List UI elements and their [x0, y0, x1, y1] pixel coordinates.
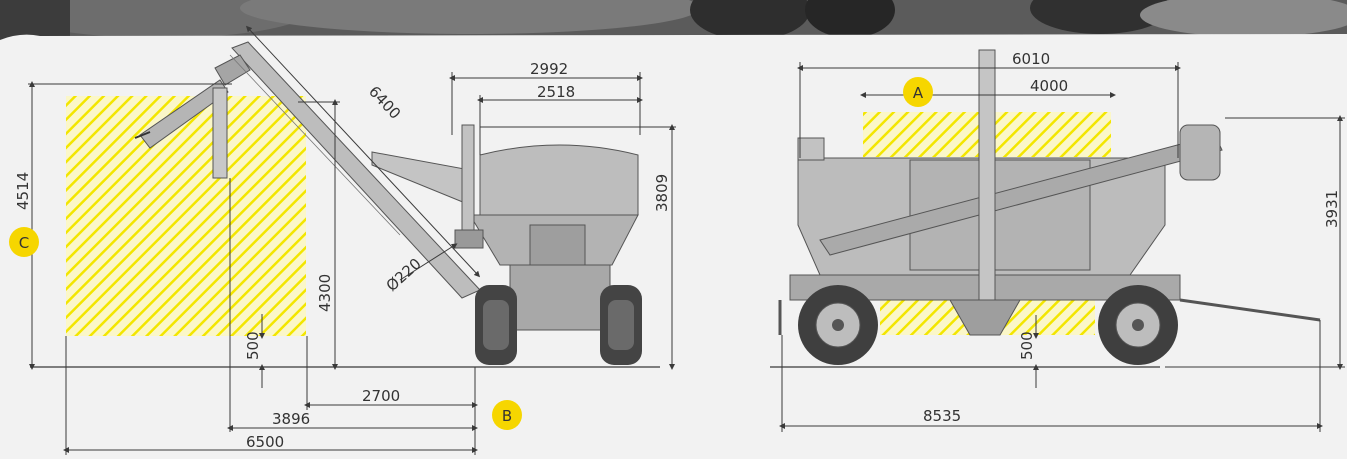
dim-reach-2700: 2700 — [362, 387, 400, 405]
svg-text:B: B — [502, 407, 512, 425]
cart-body-left — [371, 124, 639, 331]
wheels-right — [798, 285, 1178, 365]
svg-text:C: C — [19, 234, 29, 252]
dim-left-width-top: 2992 — [530, 60, 568, 78]
dim-clearance-left: 500 — [244, 331, 262, 360]
photo-band — [0, 0, 1347, 48]
right-view: 6010 4000 3931 500 8535 A — [770, 49, 1345, 432]
svg-text:A: A — [913, 84, 924, 102]
dim-pipe-diameter: Ø220 — [383, 255, 425, 295]
dim-discharge-height: 4300 — [316, 274, 334, 312]
dim-left-width-inner: 2518 — [537, 83, 575, 101]
cart-body-right — [778, 49, 1321, 336]
dim-right-area-width: 4000 — [1030, 77, 1068, 95]
dim-right-clearance: 500 — [1018, 331, 1036, 360]
badge-b: B — [492, 400, 522, 430]
dim-right-height: 3931 — [1323, 190, 1341, 228]
dim-right-length: 8535 — [923, 407, 961, 425]
badge-c: C — [9, 227, 39, 257]
dim-reach-3896: 3896 — [272, 410, 310, 428]
left-view: 2992 2518 6400 4514 3809 4300 Ø220 500 2… — [9, 25, 676, 455]
wheels-left — [475, 285, 642, 365]
hatched-area-c — [66, 96, 306, 336]
dim-reach-6500: 6500 — [246, 433, 284, 451]
dim-total-height: 4514 — [14, 172, 32, 210]
dim-auger-length: 6400 — [365, 82, 404, 122]
dim-right-total-width: 6010 — [1012, 50, 1050, 68]
dim-body-height: 3809 — [653, 174, 671, 212]
badge-a: A — [903, 77, 933, 107]
